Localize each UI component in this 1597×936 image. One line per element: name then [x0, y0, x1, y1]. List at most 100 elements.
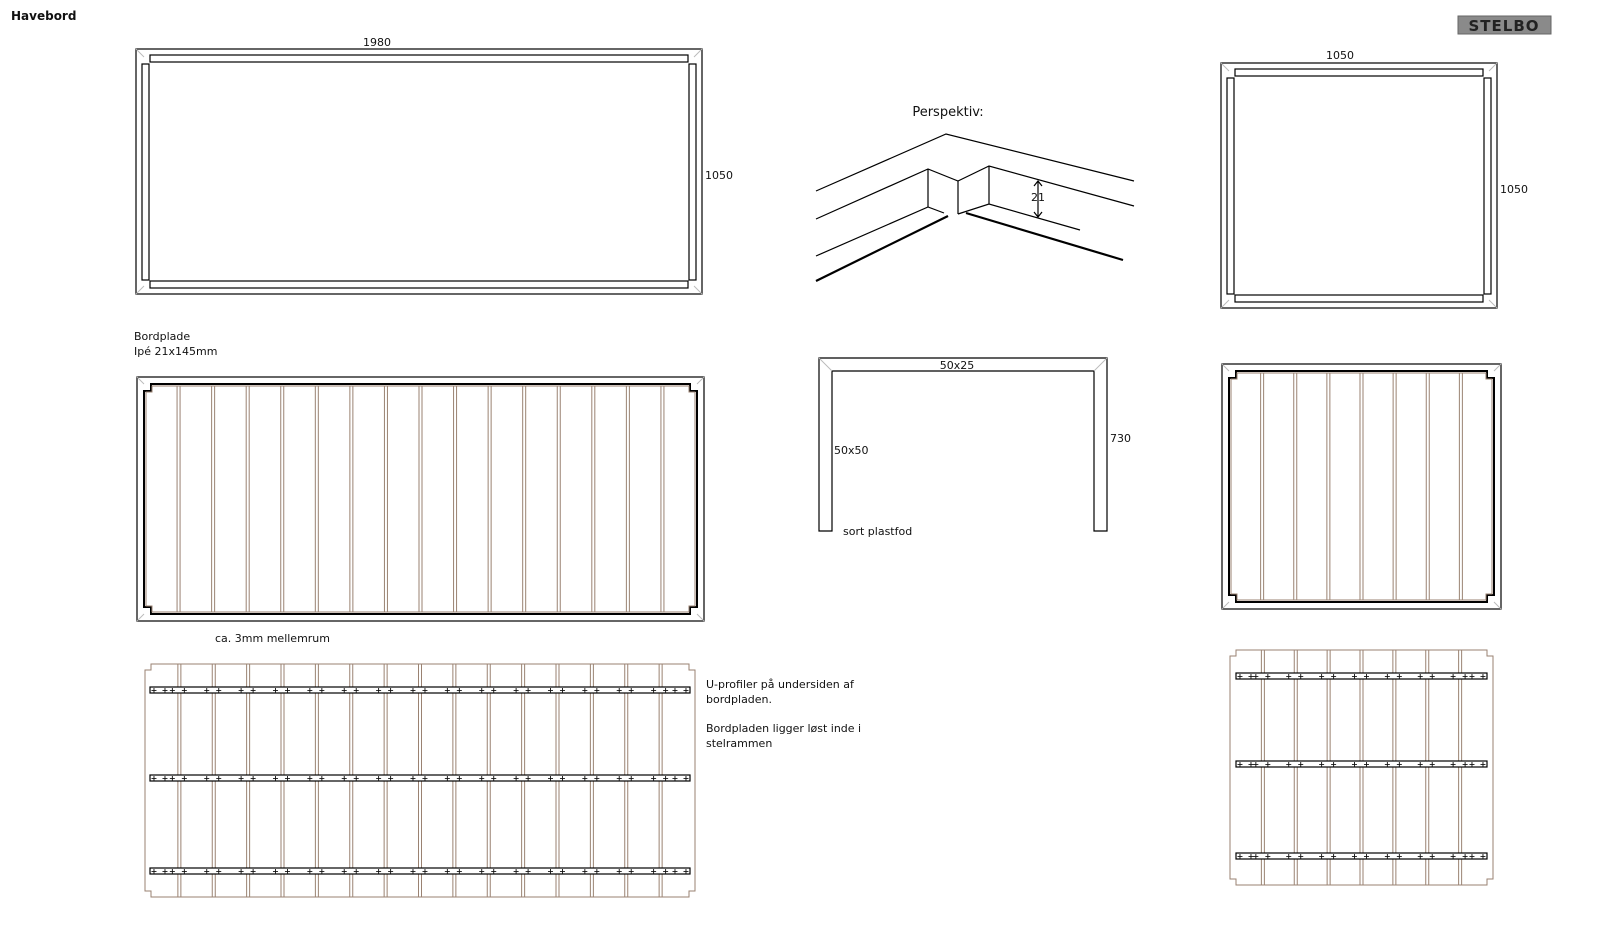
tabletop-inner-edge	[1230, 372, 1493, 601]
tabletop-material: Ipé 21x145mm	[134, 345, 217, 358]
screw-icon: +	[1351, 852, 1358, 861]
screw-icon: +	[582, 867, 589, 876]
gap-note: ca. 3mm mellemrum	[215, 632, 330, 645]
board-gap	[383, 385, 388, 613]
board-gap	[1425, 372, 1430, 601]
screw-icon: +	[444, 867, 451, 876]
screw-icon: +	[238, 686, 245, 695]
screw-icon: +	[456, 686, 463, 695]
screw-icon: +	[1297, 672, 1304, 681]
u-profile	[1235, 672, 1488, 680]
screw-icon: +	[1285, 672, 1292, 681]
tabletop-inner-edge	[145, 385, 696, 613]
top-view-small: 1050 1050	[1220, 49, 1528, 309]
screw-icon: +	[582, 774, 589, 783]
board-gap	[625, 385, 630, 613]
board-gap	[1392, 372, 1397, 601]
screw-icon: +	[1363, 760, 1370, 769]
screw-icon: +	[513, 774, 520, 783]
screw-icon: +	[1462, 852, 1469, 861]
thickness-dimension: 21	[1031, 191, 1045, 204]
screw-icon: +	[387, 686, 394, 695]
screw-icon: +	[250, 774, 257, 783]
screw-icon: +	[1330, 760, 1337, 769]
screw-icon: +	[353, 774, 360, 783]
screw-icon: +	[650, 867, 657, 876]
screw-icon: +	[353, 867, 360, 876]
board-gap	[1458, 372, 1463, 601]
u-profile	[149, 867, 691, 875]
screw-icon: +	[319, 867, 326, 876]
stelbo-logo: STELBO	[1457, 15, 1552, 35]
svg-text:STELBO: STELBO	[1468, 17, 1539, 35]
screw-icon: +	[181, 867, 188, 876]
screw-icon: +	[353, 686, 360, 695]
screw-icon: +	[162, 686, 169, 695]
frame-side-view: 50x25 50x50 730 sort plastfod	[818, 357, 1131, 538]
screw-icon: +	[478, 774, 485, 783]
screw-icon: +	[410, 867, 417, 876]
screw-icon: +	[525, 686, 532, 695]
screw-icon: +	[478, 686, 485, 695]
screw-icon: +	[284, 774, 291, 783]
screw-icon: +	[683, 686, 690, 695]
board-gap	[314, 385, 319, 613]
width-dimension: 1980	[363, 36, 391, 49]
screw-icon: +	[1450, 672, 1457, 681]
screw-icon: +	[410, 686, 417, 695]
screw-icon: +	[1469, 852, 1476, 861]
screw-icon: +	[319, 686, 326, 695]
screw-icon: +	[1429, 760, 1436, 769]
screw-icon: +	[1253, 852, 1260, 861]
screw-icon: +	[284, 686, 291, 695]
screw-icon: +	[1469, 760, 1476, 769]
screw-icon: +	[478, 867, 485, 876]
screw-icon: +	[1417, 760, 1424, 769]
screw-icon: +	[594, 774, 601, 783]
u-profile	[149, 774, 691, 782]
screw-icon: +	[662, 867, 669, 876]
screw-icon: +	[672, 774, 679, 783]
board-gap	[245, 385, 250, 613]
screw-icon: +	[250, 686, 257, 695]
screw-icon: +	[375, 686, 382, 695]
screw-icon: +	[238, 867, 245, 876]
screw-icon: +	[1330, 852, 1337, 861]
screw-icon: +	[272, 774, 279, 783]
screw-icon: +	[375, 867, 382, 876]
screw-icon: +	[307, 686, 314, 695]
screw-icon: +	[1265, 760, 1272, 769]
screw-icon: +	[525, 867, 532, 876]
screw-icon: +	[650, 686, 657, 695]
underside-large: + + + + + + + + + + + + + + + + + + + + + + + + + + + + + + + + + + + + + + + +…	[144, 663, 696, 898]
screw-icon: +	[387, 867, 394, 876]
screw-icon: +	[1462, 760, 1469, 769]
height-dimension: 730	[1110, 432, 1131, 445]
board-gap	[211, 385, 216, 613]
screw-icon: +	[456, 774, 463, 783]
screw-icon: +	[1285, 760, 1292, 769]
screw-icon: +	[1363, 672, 1370, 681]
screw-icon: +	[628, 774, 635, 783]
screw-icon: +	[1480, 672, 1487, 681]
underside-note-4: stelrammen	[706, 737, 772, 750]
screw-icon: +	[1253, 672, 1260, 681]
screw-icon: +	[1237, 852, 1244, 861]
screw-icon: +	[559, 774, 566, 783]
tabletop-large	[136, 376, 705, 622]
page-title: Havebord	[11, 9, 76, 23]
screw-icon: +	[513, 686, 520, 695]
underside-note-1: U-profiler på undersiden af	[706, 678, 855, 691]
screw-icon: +	[215, 774, 222, 783]
screw-icon: +	[1384, 672, 1391, 681]
board-gap	[1326, 372, 1331, 601]
screw-icon: +	[422, 686, 429, 695]
screw-icon: +	[616, 686, 623, 695]
depth-dimension: 1050	[705, 169, 733, 182]
screw-icon: +	[547, 867, 554, 876]
screw-icon: +	[1318, 672, 1325, 681]
screw-icon: +	[307, 774, 314, 783]
screw-icon: +	[628, 686, 635, 695]
screw-icon: +	[1417, 672, 1424, 681]
screw-icon: +	[582, 686, 589, 695]
